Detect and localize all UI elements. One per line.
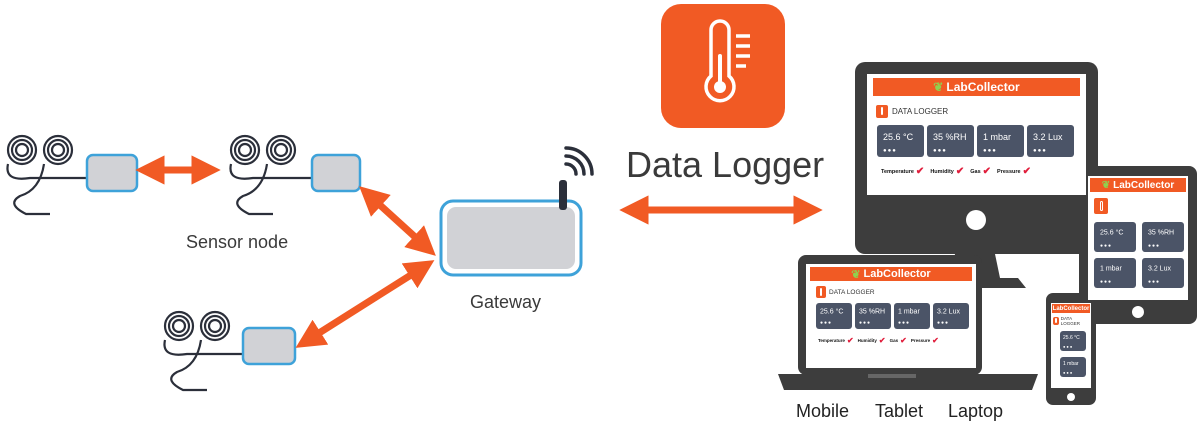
tile-humidity: 35 %RH●●● xyxy=(855,303,891,329)
tile-light: 3.2 Lux●●● xyxy=(933,303,969,329)
wifi-icon xyxy=(564,146,594,176)
sensor-node-1 xyxy=(6,134,139,216)
thermometer-icon xyxy=(816,286,826,298)
check-icon: ✔ xyxy=(878,336,886,345)
section-title xyxy=(1094,198,1188,214)
data-logger-title: Data Logger xyxy=(626,144,825,185)
check-icon: ✔ xyxy=(982,166,992,177)
laptop-screen: ❦ LabCollector DATA LOGGER 25.6 °C●●● 35… xyxy=(806,264,976,368)
tile-temperature: 25.6 °C●●● xyxy=(877,125,924,157)
tablet-label: Tablet xyxy=(875,401,924,421)
gateway-label: Gateway xyxy=(470,292,542,312)
sensor-node-2 xyxy=(229,134,362,216)
check-icon: ✔ xyxy=(900,336,907,345)
check-icon: ✔ xyxy=(932,336,939,345)
tablet-screen: ❦ LabCollector 25.6 °C●●● 35 %RH●●● 1 mb… xyxy=(1088,176,1188,300)
coil-icon xyxy=(6,134,38,166)
leaf-icon: ❦ xyxy=(933,80,944,94)
check-icon: ✔ xyxy=(846,336,854,345)
leaf-icon: ❦ xyxy=(1101,179,1111,191)
tile-row: 25.6 °C●●● 35 %RH●●● 1 mbar●●● 3.2 Lux●●… xyxy=(877,125,1086,157)
coil-icon xyxy=(199,310,231,342)
coil-icon xyxy=(42,134,74,166)
app-header: ❦ LabCollector xyxy=(873,78,1080,96)
tile-light: 3.2 Lux●●● xyxy=(1142,258,1184,288)
tile-grid: 25.6 °C●●● 35 %RH●●● 1 mbar●●● 3.2 Lux●●… xyxy=(1094,222,1186,288)
tile-column: 25.6 °C●●● 1 mbar●●● xyxy=(1060,331,1086,377)
arrow-sensor2-gateway xyxy=(359,186,436,256)
thermometer-icon xyxy=(1094,198,1108,214)
arrow-sensor3-gateway xyxy=(295,260,435,348)
app-header: LabCollector xyxy=(1052,304,1090,313)
sensor-node-label: Sensor node xyxy=(186,232,289,252)
tile-gas: 1 mbar●●● xyxy=(1060,357,1086,377)
tile-temperature: 25.6 °C●●● xyxy=(1094,222,1136,252)
gateway-antenna xyxy=(559,180,567,210)
coil-icon xyxy=(229,134,261,166)
thermometer-icon xyxy=(1053,317,1059,325)
sensor-node-3 xyxy=(163,310,297,392)
tile-gas: 1 mbar●●● xyxy=(894,303,930,329)
section-title: DATA LOGGER xyxy=(816,286,976,298)
tile-temperature: 25.6 °C●●● xyxy=(1060,331,1086,351)
laptop-label: Laptop xyxy=(948,401,1004,421)
coil-icon xyxy=(265,134,297,166)
tile-gas: 1 mbar●●● xyxy=(1094,258,1136,288)
check-row: Temperature✔ Humidity✔ Gas✔ Pressure✔ xyxy=(818,336,939,345)
section-title: DATA LOGGER xyxy=(876,105,1086,118)
monitor-screen: ❦ LabCollector DATA LOGGER 25.6 °C●●● 35… xyxy=(867,74,1086,195)
tile-humidity: 35 %RH●●● xyxy=(1142,222,1184,252)
check-row: Temperature✔ Humidity✔ Gas✔ Pressure✔ xyxy=(881,166,1031,177)
app-name: LabCollector xyxy=(946,80,1020,94)
tile-humidity: 35 %RH●●● xyxy=(927,125,974,157)
check-icon: ✔ xyxy=(915,166,925,177)
check-icon: ✔ xyxy=(1022,166,1031,177)
thermometer-icon xyxy=(876,105,888,118)
mobile-label: Mobile xyxy=(796,401,850,421)
gateway-device xyxy=(439,146,594,277)
tile-row: 25.6 °C●●● 35 %RH●●● 1 mbar●●● 3.2 Lux●●… xyxy=(816,303,976,329)
coil-icon xyxy=(163,310,195,342)
check-icon: ✔ xyxy=(955,166,965,177)
tile-temperature: 25.6 °C●●● xyxy=(816,303,852,329)
app-header: ❦ LabCollector xyxy=(1090,178,1186,192)
thermometer-icon xyxy=(661,4,785,128)
app-header: ❦ LabCollector xyxy=(810,267,972,281)
leaf-icon: ❦ xyxy=(851,268,861,281)
tile-gas: 1 mbar●●● xyxy=(977,125,1024,157)
connection-arrows xyxy=(135,155,823,348)
mobile-screen: LabCollector DATA LOGGER 25.6 °C●●● 1 mb… xyxy=(1051,303,1091,388)
tile-light: 3.2 Lux●●● xyxy=(1027,125,1074,157)
section-title: DATA LOGGER xyxy=(1053,316,1091,326)
